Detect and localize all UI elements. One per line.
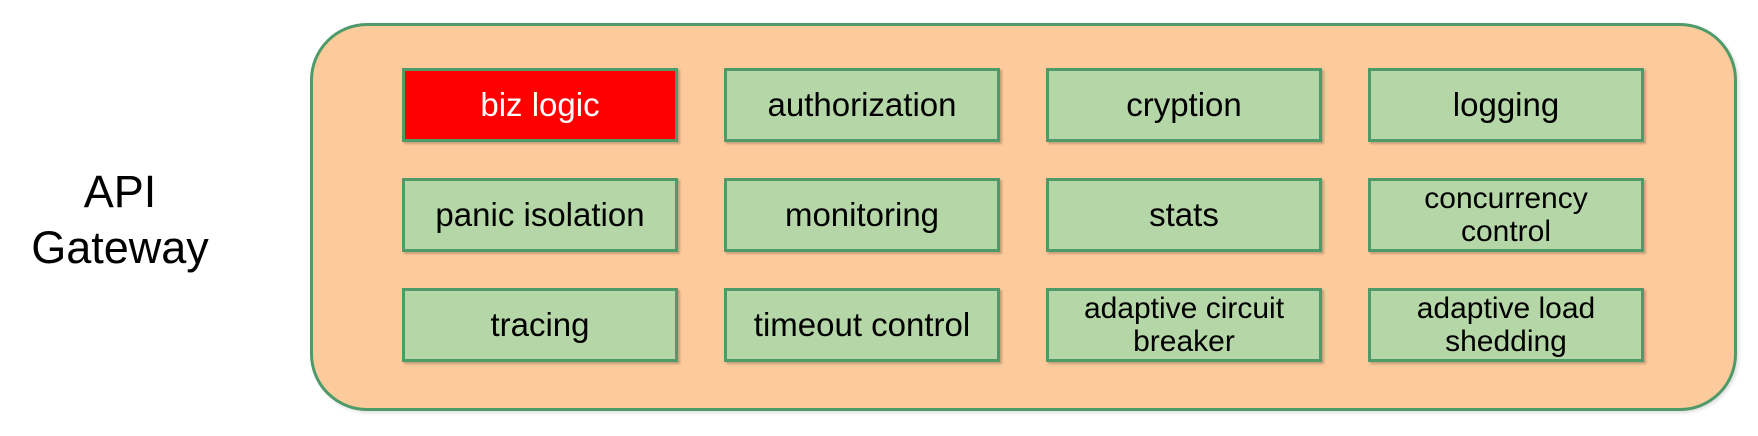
cell-cryption: cryption [1046,68,1322,142]
cell-authorization: authorization [724,68,1000,142]
cell-adaptive-circuit-breaker: adaptive circuit breaker [1046,288,1322,362]
cell-logging: logging [1368,68,1644,142]
cell-panic-isolation: panic isolation [402,178,678,252]
cell-monitoring: monitoring [724,178,1000,252]
cell-timeout-control: timeout control [724,288,1000,362]
cell-tracing: tracing [402,288,678,362]
feature-grid: biz logic authorization cryption logging… [402,68,1644,362]
api-gateway-container: biz logic authorization cryption logging… [310,23,1737,411]
cell-adaptive-load-shedding: adaptive load shedding [1368,288,1644,362]
cell-biz-logic: biz logic [402,68,678,142]
cell-concurrency-control: concurrency control [1368,178,1644,252]
cell-stats: stats [1046,178,1322,252]
api-gateway-title: API Gateway [31,166,209,273]
